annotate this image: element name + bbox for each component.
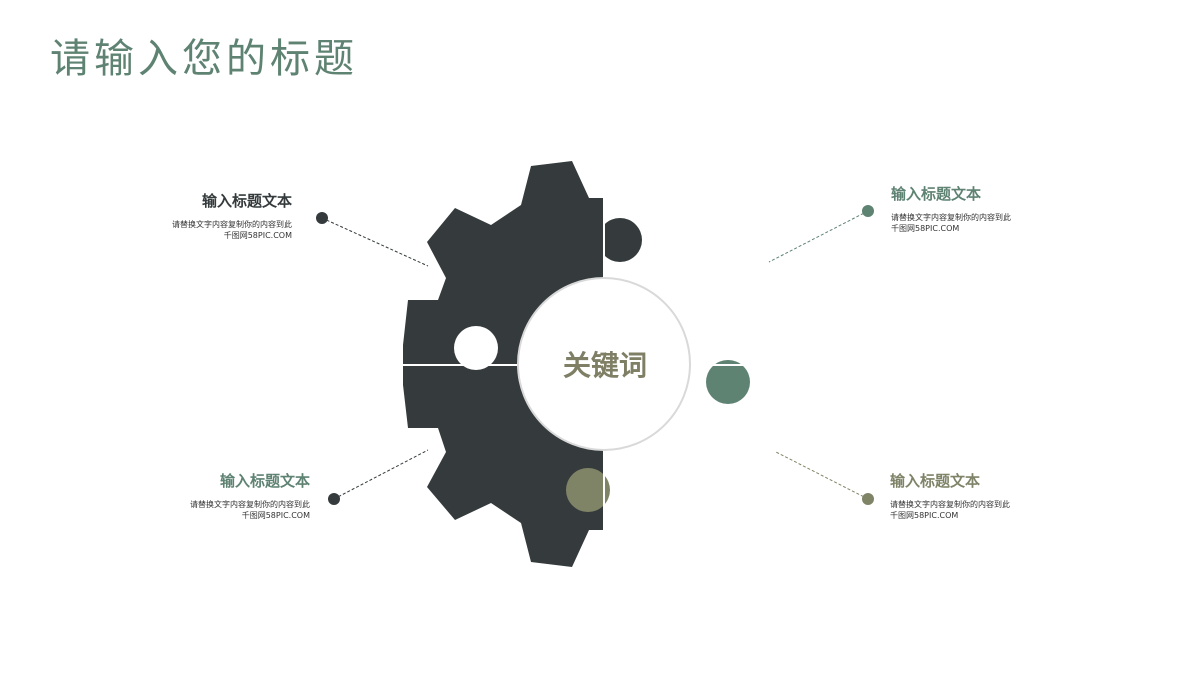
block-heading: 输入标题文本 [201,192,292,210]
text-block-bottom-left: 输入标题文本 请替换文字内容复制你的内容到此 千图网58PIC.COM [110,470,310,521]
connector-bottom-left [333,449,429,500]
block-line-1: 请替换文字内容复制你的内容到此 [172,220,292,229]
block-heading: 输入标题文本 [891,185,982,203]
block-line-1: 请替换文字内容复制你的内容到此 [891,213,1011,222]
connector-dot-top-left [316,212,328,224]
tab-right-mid [706,360,750,404]
block-line-2: 千图网58PIC.COM [223,231,292,240]
block-line-1: 请替换文字内容复制你的内容到此 [890,500,1010,509]
connector-dot-bottom-right [862,493,874,505]
text-block-top-left: 输入标题文本 请替换文字内容复制你的内容到此 千图网58PIC.COM [92,190,292,241]
connector-top-right [768,210,869,263]
tab-bottom [566,468,610,512]
block-line-2: 千图网58PIC.COM [890,511,959,520]
connector-dot-bottom-left [328,493,340,505]
center-hub [517,277,691,451]
block-line-2: 千图网58PIC.COM [241,511,310,520]
block-heading: 输入标题文本 [219,472,310,490]
connector-dot-top-right [862,205,874,217]
page-title: 请输入您的标题 [50,36,358,82]
text-block-bottom-right: 输入标题文本 请替换文字内容复制你的内容到此 千图网58PIC.COM [890,470,1090,521]
connector-bottom-right [775,451,869,500]
block-heading: 输入标题文本 [890,472,981,490]
connector-top-left [321,217,429,267]
tab-left-mid [454,326,498,370]
block-line-2: 千图网58PIC.COM [891,224,960,233]
block-line-1: 请替换文字内容复制你的内容到此 [190,500,310,509]
tab-top-right-into-green [598,218,642,262]
text-block-top-right: 输入标题文本 请替换文字内容复制你的内容到此 千图网58PIC.COM [891,183,1091,234]
center-keyword: 关键词 [562,349,647,382]
